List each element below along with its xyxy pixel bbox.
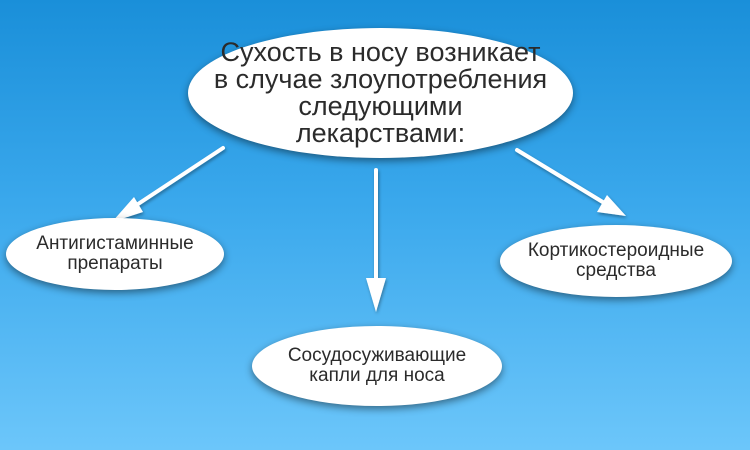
- vasoconstrictor-line-2: капли для носа: [309, 365, 445, 386]
- central-line-2: в случае злоупотребления: [213, 64, 548, 94]
- vasoconstrictor-drops-node: Сосудосуживающие капли для носа: [252, 326, 502, 406]
- central-line-3: следующими: [298, 91, 463, 121]
- antihistamines-node: Антигистаминные препараты: [6, 218, 224, 290]
- corticosteroids-node-text: Кортикостероидные средства: [528, 241, 704, 281]
- antihistamines-line-2: препараты: [67, 253, 163, 274]
- antihistamines-node-text: Антигистаминные препараты: [36, 234, 193, 274]
- arrow-to-right: [515, 148, 626, 216]
- vasoconstrictor-drops-node-text: Сосудосуживающие капли для носа: [288, 346, 466, 386]
- arrow-to-bottom: [366, 168, 386, 312]
- central-line-1: Сухость в носу возникает: [220, 37, 541, 67]
- central-node: Сухость в носу возникает в случае злоупо…: [188, 28, 573, 158]
- corticosteroids-line-2: средства: [576, 260, 656, 281]
- corticosteroids-node: Кортикостероидные средства: [500, 225, 732, 297]
- central-line-4: лекарствами:: [295, 118, 466, 148]
- corticosteroids-line-1: Кортикостероидные: [527, 240, 705, 261]
- vasoconstrictor-line-1: Сосудосуживающие: [287, 345, 467, 366]
- arrow-to-left: [112, 146, 225, 222]
- antihistamines-line-1: Антигистаминные: [36, 233, 194, 254]
- central-node-text: Сухость в носу возникает в случае злоупо…: [214, 39, 547, 147]
